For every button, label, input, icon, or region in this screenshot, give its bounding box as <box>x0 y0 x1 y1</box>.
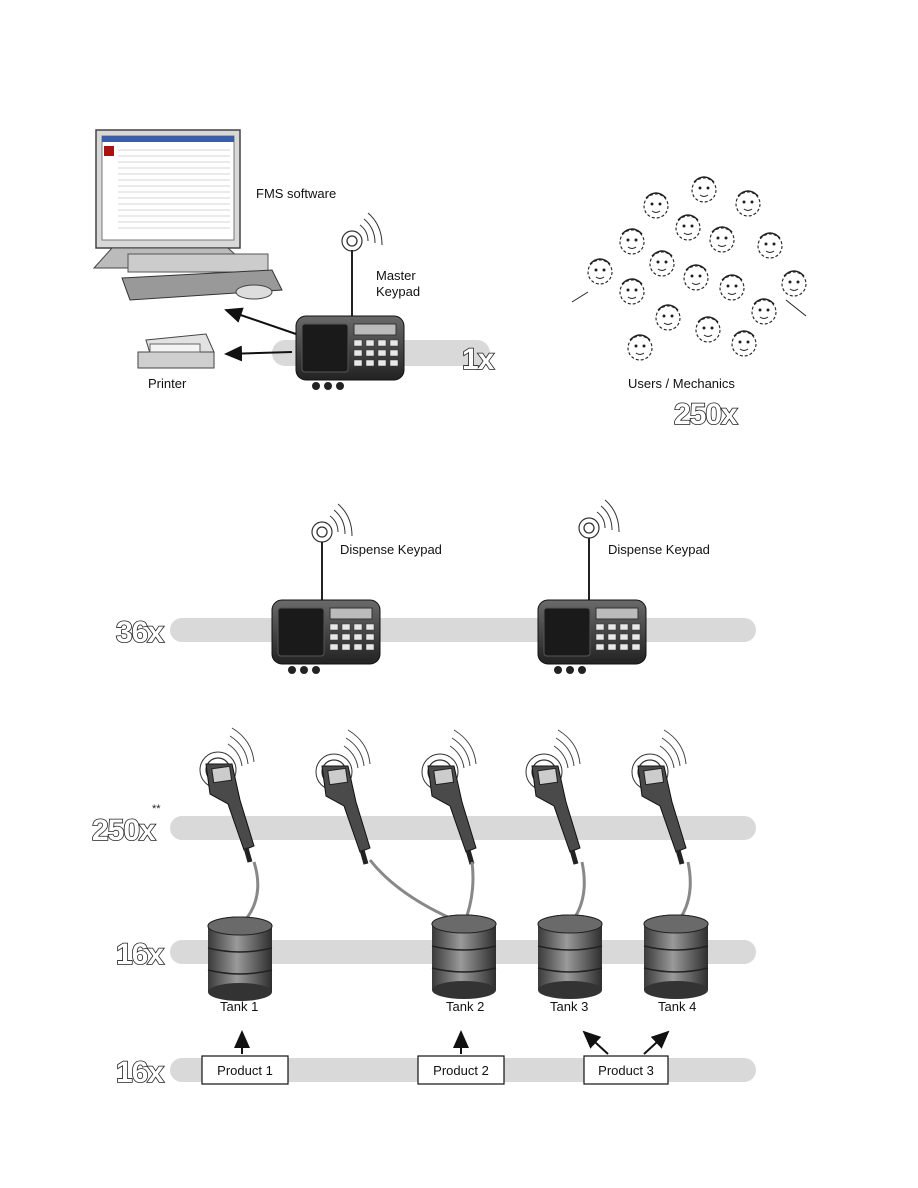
fuel-nozzle-icon-2 <box>316 730 370 864</box>
product-arrows <box>234 1030 670 1055</box>
product-label-3: Product 3 <box>598 1063 654 1078</box>
product-label-2: Product 2 <box>433 1063 489 1078</box>
tank-label-1: Tank 1 <box>220 999 258 1014</box>
product-box-2: Product 2 <box>417 1055 505 1085</box>
master-multiplier: 1x <box>462 343 495 376</box>
dispense-keypad-right-icon <box>537 499 647 675</box>
fuel-nozzle-icon-1 <box>200 728 254 862</box>
tank-barrel-icon-4 <box>643 914 709 1000</box>
product-box-1: Product 1 <box>201 1055 289 1085</box>
radio-signal-icon <box>311 503 353 543</box>
dispense-bar <box>170 618 756 642</box>
arrow-to-computer <box>224 307 297 335</box>
fms-software-label: FMS software <box>256 186 336 201</box>
person-icon-group <box>571 176 807 361</box>
tank-label-4: Tank 4 <box>658 999 696 1014</box>
product-label-1: Product 1 <box>217 1063 273 1078</box>
product-box-3: Product 3 <box>583 1055 669 1085</box>
product-multiplier: 16x <box>116 1056 164 1089</box>
master-keypad-icon <box>295 212 405 391</box>
radio-signal-icon <box>341 212 383 252</box>
dispense-keypad-left-label: Dispense Keypad <box>340 542 442 557</box>
radio-signal-icon <box>578 499 620 539</box>
arrow-to-printer <box>224 345 293 362</box>
tank-label-2: Tank 2 <box>446 999 484 1014</box>
fuel-nozzle-icon-3 <box>422 730 476 864</box>
tank-barrel-icon-3 <box>537 914 603 1000</box>
dispense-keypad-right-label: Dispense Keypad <box>608 542 710 557</box>
users-mechanics-label: Users / Mechanics <box>628 376 735 391</box>
dispense-multiplier: 36x <box>116 616 164 649</box>
tank-multiplier: 16x <box>116 938 164 971</box>
printer-label: Printer <box>148 376 187 391</box>
users-multiplier: 250x <box>674 398 738 431</box>
dispense-keypad-left-icon <box>271 503 381 675</box>
printer-icon <box>137 333 215 369</box>
computer-icon <box>92 129 283 301</box>
master-keypad-label-line2: Keypad <box>376 284 420 299</box>
nozzle-multiplier: 250x <box>92 814 156 847</box>
nozzle-multiplier-note: ** <box>152 803 161 815</box>
fuel-nozzle-icon-4 <box>526 730 580 864</box>
fuel-nozzle-icon-5 <box>632 730 686 864</box>
tank-label-3: Tank 3 <box>550 999 588 1014</box>
tank-barrel-icon-2 <box>431 914 497 1000</box>
tank-barrel-icon-1 <box>207 916 273 1002</box>
master-keypad-label-line1: Master <box>376 268 416 283</box>
